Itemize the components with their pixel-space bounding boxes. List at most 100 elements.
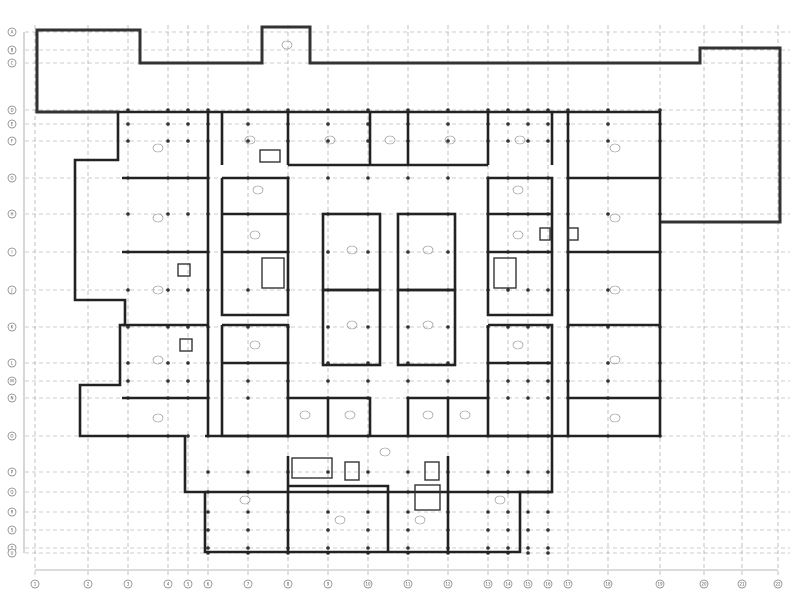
room-tag [414, 515, 426, 525]
axis-bubble [699, 579, 709, 589]
column [246, 510, 250, 514]
axis-label: 5 [187, 582, 190, 587]
column [186, 122, 190, 126]
column [486, 510, 490, 514]
room-tag [324, 135, 336, 145]
axis-bubble [83, 579, 93, 589]
column [546, 528, 550, 532]
column [326, 122, 330, 126]
column [206, 470, 210, 474]
axis-label: H [10, 212, 13, 217]
column [446, 325, 450, 329]
axis-bubble [655, 579, 665, 589]
room-tag [346, 320, 358, 330]
column [206, 528, 210, 532]
axis-label: E [11, 122, 14, 127]
column [166, 122, 170, 126]
column [326, 139, 330, 143]
columns [126, 108, 662, 555]
room-tag [494, 495, 506, 505]
column [526, 510, 530, 514]
axis-bubble [543, 579, 553, 589]
column [406, 470, 410, 474]
axis-bubble [503, 579, 513, 589]
stair-right [493, 257, 517, 289]
axis-label: T [10, 546, 14, 551]
column [606, 361, 610, 365]
column [526, 546, 530, 550]
column [446, 250, 450, 254]
room-tag [514, 135, 526, 145]
column [246, 546, 250, 550]
axis-label: 8 [287, 582, 290, 587]
column [546, 396, 550, 400]
room-tag [346, 245, 358, 255]
axis-bubble [7, 119, 17, 129]
column [506, 528, 510, 532]
room-tag [609, 213, 621, 223]
terrace-outline [35, 25, 782, 224]
column [166, 379, 170, 383]
column [186, 288, 190, 292]
column [166, 288, 170, 292]
column [526, 288, 530, 292]
axis-bubble [7, 525, 17, 535]
column [186, 379, 190, 383]
column [186, 139, 190, 143]
column [166, 212, 170, 216]
column [246, 528, 250, 532]
column [506, 470, 510, 474]
column [446, 122, 450, 126]
column [506, 122, 510, 126]
column [546, 139, 550, 143]
room-tag [239, 495, 251, 505]
column [326, 176, 330, 180]
axis-label: 3 [127, 582, 130, 587]
column [546, 551, 550, 555]
column [506, 546, 510, 550]
axis-bubble [7, 487, 17, 497]
axis-label: J [10, 288, 12, 293]
column [246, 396, 250, 400]
column [526, 470, 530, 474]
column [206, 510, 210, 514]
axis-bubble [7, 393, 17, 403]
room-tag [422, 320, 434, 330]
column [406, 528, 410, 532]
column [366, 510, 370, 514]
column [406, 379, 410, 383]
axis-label: Q [10, 490, 13, 495]
axis-label: O [10, 434, 13, 439]
axis-label: 15 [525, 582, 531, 587]
column [546, 288, 550, 292]
column [206, 546, 210, 550]
axis-label: M [10, 379, 14, 384]
axis-label: A [11, 30, 14, 35]
axis-bubble [123, 579, 133, 589]
column [606, 122, 610, 126]
room-tags [152, 40, 621, 525]
column [326, 379, 330, 383]
column [366, 379, 370, 383]
column [326, 325, 330, 329]
axis-bubble [7, 209, 17, 219]
room-tag [344, 410, 356, 420]
room-tag [152, 413, 164, 423]
stair-south [414, 484, 441, 511]
column [506, 396, 510, 400]
axis-label: L [11, 361, 14, 366]
column [186, 212, 190, 216]
axis-label: G [10, 176, 13, 181]
axis-label: 11 [405, 582, 411, 587]
axis-label: 17 [565, 582, 571, 587]
column [526, 122, 530, 126]
room-tag [422, 410, 434, 420]
axis-bubble [7, 548, 17, 558]
column [366, 176, 370, 180]
axis-label: S [11, 528, 14, 533]
axis-bubble [7, 376, 17, 386]
axis-bubble [7, 247, 17, 257]
room-tag [609, 413, 621, 423]
